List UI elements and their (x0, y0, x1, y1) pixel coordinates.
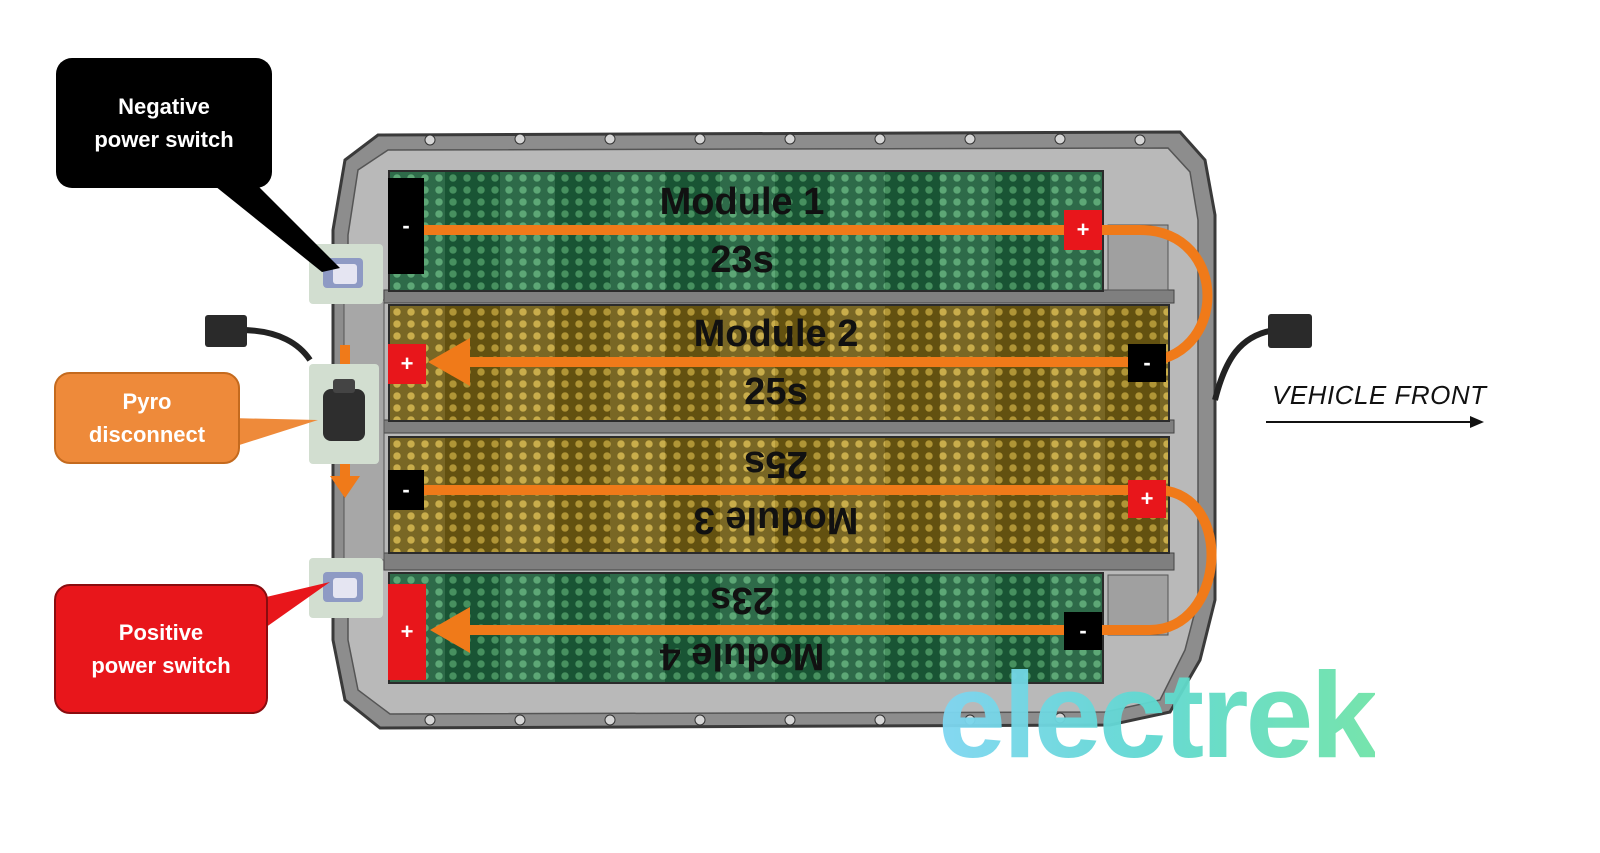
module-3-negative-terminal: - (388, 470, 424, 510)
module-1-negative-terminal: - (388, 178, 424, 274)
arrowhead-pyro (330, 476, 360, 498)
negative-switch-hardware (309, 244, 383, 304)
positive-switch-line2: power switch (91, 653, 231, 678)
pyro-line2: disconnect (88, 422, 206, 447)
module-3-positive-terminal: + (1128, 480, 1166, 518)
arrowhead-module-4 (430, 607, 470, 653)
negative-switch-callout: Negative power switch (56, 58, 272, 188)
positive-switch-callout: Positive power switch (54, 584, 268, 714)
positive-switch-line1: Positive (118, 620, 204, 645)
arrowhead-module-2 (428, 338, 470, 386)
electrek-watermark: electrek (938, 647, 1378, 783)
module-1-name: Module 1 (659, 181, 825, 223)
module-4-positive-terminal: + (388, 584, 426, 680)
pyro-hardware (309, 364, 379, 464)
module-1-positive-terminal: + (1064, 210, 1102, 250)
module-2-negative-terminal: - (1128, 344, 1166, 382)
negative-switch-line2: power switch (94, 127, 234, 152)
right-connector (1268, 314, 1312, 348)
module-2-positive-terminal: + (388, 344, 426, 384)
module-4-negative-terminal: - (1064, 612, 1102, 650)
pyro-callout: Pyro disconnect (54, 372, 240, 464)
negative-switch-pointer (205, 178, 340, 272)
module-2-name: Module 2 (693, 313, 859, 355)
pyro-line1: Pyro (122, 389, 172, 414)
negative-switch-line1: Negative (118, 94, 210, 119)
path-link-3-4 (1095, 485, 1217, 635)
pyro-pointer (230, 418, 318, 448)
module-1-cells: 23s (710, 239, 774, 281)
path-link-1-2 (1098, 225, 1213, 367)
module-2-cells: 25s (744, 371, 808, 413)
vehicle-front-label: VEHICLE FRONT (1272, 380, 1487, 410)
positive-switch-pointer (262, 582, 330, 630)
left-connector (205, 315, 247, 347)
